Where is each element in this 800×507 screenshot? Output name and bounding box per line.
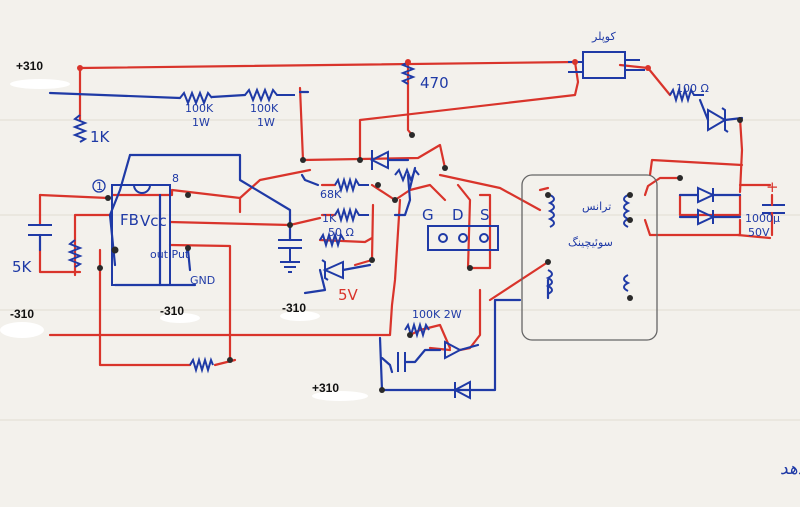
resistor-100k-b xyxy=(244,87,295,103)
relay xyxy=(568,51,645,79)
transformer-aux-coil xyxy=(545,269,553,295)
label-plus310-bottom: +310 xyxy=(312,381,339,395)
label-1k: 1K xyxy=(90,128,111,146)
label-zener-5v: 5V xyxy=(338,286,359,304)
resistor-100 xyxy=(669,86,704,104)
label-1w-a: 1W xyxy=(192,116,210,129)
label-cap-1000u: 1000μ xyxy=(745,212,780,225)
resistor-470 xyxy=(400,61,416,85)
label-470: 470 xyxy=(420,74,449,92)
transformer-box xyxy=(521,174,658,341)
label-transformer: ترانس xyxy=(582,200,611,213)
label-plus310-top: +310 xyxy=(16,59,43,73)
label-5k: 5K xyxy=(12,258,33,276)
ic-notch xyxy=(133,184,151,194)
paper-lines xyxy=(0,119,800,421)
transformer-primary-coil xyxy=(547,194,555,228)
resistor-bottom xyxy=(189,356,214,374)
transformer-right-coil-small xyxy=(623,274,631,292)
red-wires xyxy=(38,60,772,367)
label-pin1: 1 xyxy=(96,180,103,193)
label-1k-mid: 1K xyxy=(322,212,337,225)
diode-bottom xyxy=(452,380,471,400)
label-transformer-switching: سوئیچینگ xyxy=(568,236,613,249)
label-100k-b: 100K xyxy=(250,102,279,115)
diode-top xyxy=(369,150,410,170)
zener-5v xyxy=(321,259,372,281)
label-cap-50v: 50V xyxy=(748,226,770,239)
transformer-secondary-coil xyxy=(623,194,631,228)
zener-right xyxy=(698,98,744,133)
diode-bridge xyxy=(678,186,742,226)
output-capacitor xyxy=(762,193,785,237)
label-plus: + xyxy=(766,178,779,196)
label-gnd: GND xyxy=(190,274,215,287)
resistor-100k-a xyxy=(179,90,213,106)
footnote: مقاومت X : قهوه ـ قرمز ـ سیاه ـ طلایی ـ … xyxy=(780,459,800,479)
ic-chip xyxy=(111,184,171,286)
label-minus310-ic: -310 xyxy=(160,304,184,318)
resistor-68k xyxy=(334,176,369,194)
resistor-100k-2w xyxy=(404,321,430,339)
label-minus310-left: -310 xyxy=(10,307,34,321)
resistor-1k-mid xyxy=(334,206,369,224)
label-output: out Put xyxy=(150,248,190,261)
label-fb: FB xyxy=(120,211,139,229)
resistor-50 xyxy=(319,231,345,249)
label-source: S xyxy=(480,206,490,224)
capacitor-center xyxy=(278,239,302,273)
label-minus310-center: -310 xyxy=(282,301,306,315)
capacitor-left xyxy=(28,224,52,252)
snubber-diode xyxy=(444,340,463,360)
label-100k-a: 100K xyxy=(185,102,214,115)
snubber-capacitor xyxy=(397,352,406,372)
label-pin8: 8 xyxy=(172,172,179,185)
label-highlights xyxy=(0,79,368,401)
junction-dots xyxy=(77,59,743,393)
label-100-ohm: 100 Ω xyxy=(676,82,709,95)
label-vcc: Vcc xyxy=(140,212,167,230)
label-68k: 68K xyxy=(320,188,342,201)
label-1w-b: 1W xyxy=(257,116,275,129)
resistor-1k xyxy=(72,114,88,143)
label-gate: G xyxy=(422,206,434,224)
label-50-ohm: 50 Ω xyxy=(328,226,354,239)
pin1-circle xyxy=(92,179,106,193)
label-relay: کوپلر xyxy=(591,30,616,43)
mosfet xyxy=(427,225,499,251)
resistor-5k xyxy=(67,239,83,268)
label-100k-2w: 100K 2W xyxy=(412,308,462,321)
label-drain: D xyxy=(452,206,464,224)
